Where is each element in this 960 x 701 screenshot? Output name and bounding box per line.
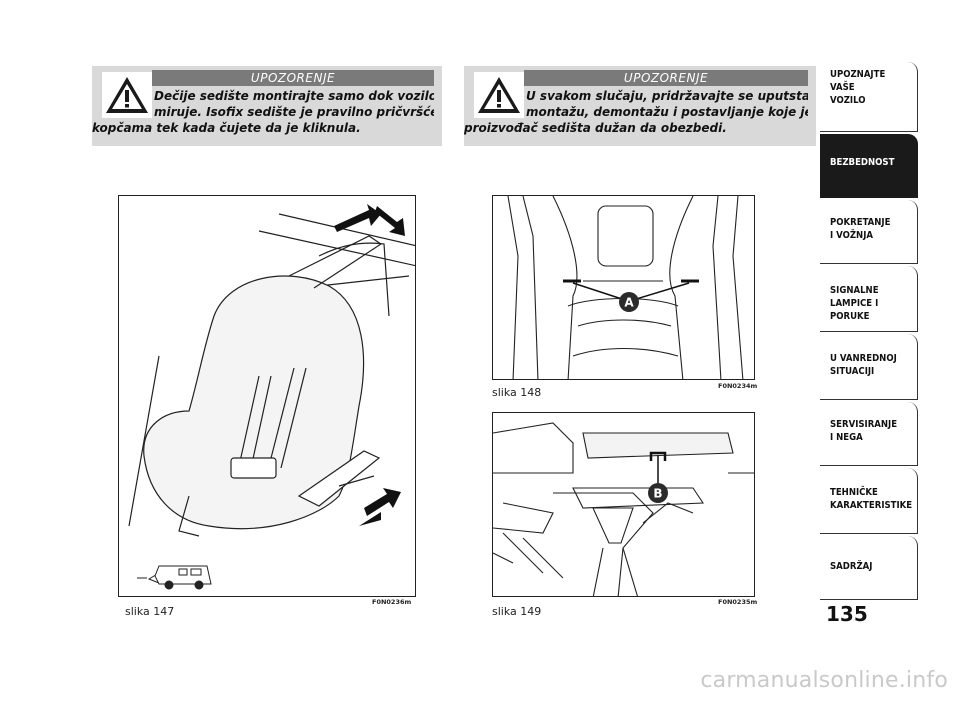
warning-line: proizvođač sedišta dužan da obezbedi. <box>464 121 727 135</box>
figure-code: F0N0234m <box>718 382 758 390</box>
seat-underside-illustration: B <box>493 422 754 596</box>
tab-servisiranje-i-nega[interactable]: SERVISIRANJE I NEGA <box>820 402 918 466</box>
figure-149: B <box>492 412 755 597</box>
warning-line: U svakom slučaju, pridržavajte se uputst… <box>526 89 808 103</box>
tab-label-line: SERVISIRANJE <box>830 419 898 430</box>
tab-label-line: BEZBEDNOST <box>830 157 895 168</box>
tab-label-line: SIGNALNE <box>830 285 879 296</box>
tab-sadrzaj[interactable]: SADRŽAJ <box>820 536 918 600</box>
van-icon <box>137 565 212 590</box>
marker-label: B <box>653 487 662 501</box>
warning-triangle-icon <box>474 72 524 118</box>
warning-text: U svakom slučaju, pridržavajte se uputst… <box>464 88 808 136</box>
warning-line: miruje. Isofix sedište je pravilno pričv… <box>154 105 434 119</box>
watermark: carmanualsonline.info <box>700 668 948 693</box>
tab-label-line: I NEGA <box>830 432 863 443</box>
child-seat-illustration <box>128 204 415 590</box>
tab-signalne-lampice[interactable]: SIGNALNE LAMPICE I PORUKE <box>820 266 918 332</box>
tab-label-line: TEHNIČKE <box>830 487 878 498</box>
figure-caption: slika 149 <box>492 605 542 618</box>
figure-caption: slika 148 <box>492 386 542 399</box>
tab-label-line: LAMPICE I PORUKE <box>830 298 879 322</box>
warning-heading: UPOZORENJE <box>524 70 808 86</box>
tab-label-line: VAŠE <box>830 82 855 93</box>
tab-label-line: KARAKTERISTIKE <box>830 500 913 511</box>
tab-label-line: I VOŽNJA <box>830 230 874 241</box>
warning-line: Dečije sedište montirajte samo dok vozil… <box>154 89 434 103</box>
seat-anchorage-illustration: A <box>507 196 744 379</box>
tab-u-vanrednoj-situaciji[interactable]: U VANREDNOJ SITUACIJI <box>820 334 918 400</box>
tab-tehnicke-karakteristike[interactable]: TEHNIČKE KARAKTERISTIKE <box>820 468 918 534</box>
figure-147 <box>118 195 416 597</box>
figure-148: A <box>492 195 755 380</box>
tab-label-line: UPOZNAJTE <box>830 69 886 80</box>
warning-triangle-icon <box>102 72 152 118</box>
warning-text: Dečije sedište montirajte samo dok vozil… <box>92 88 434 136</box>
warning-box-1: UPOZORENJE Dečije sedište montirajte sam… <box>92 66 442 146</box>
page-number: 135 <box>826 602 868 626</box>
tab-label-line: POKRETANJE <box>830 217 891 228</box>
figure-caption: slika 147 <box>125 605 175 618</box>
warning-box-2: UPOZORENJE U svakom slučaju, pridržavajt… <box>464 66 816 146</box>
tab-label-line: VOZILO <box>830 95 866 106</box>
tab-upoznajte-vase-vozilo[interactable]: UPOZNAJTE VAŠE VOZILO <box>820 62 918 132</box>
figure-code: F0N0235m <box>718 598 758 606</box>
tab-bezbednost[interactable]: BEZBEDNOST <box>820 134 918 198</box>
tab-label-line: SADRŽAJ <box>830 561 873 572</box>
tab-label-line: U VANREDNOJ <box>830 353 897 364</box>
figure-code: F0N0236m <box>372 598 412 606</box>
warning-line: montažu, demontažu i postavljanje koje j… <box>526 105 808 119</box>
warning-line: kopčama tek kada čujete da je kliknula. <box>92 121 361 135</box>
marker-label: A <box>624 296 634 310</box>
tab-pokretanje-i-voznja[interactable]: POKRETANJE I VOŽNJA <box>820 200 918 264</box>
tab-label-line: SITUACIJI <box>830 366 875 377</box>
warning-heading: UPOZORENJE <box>152 70 434 86</box>
